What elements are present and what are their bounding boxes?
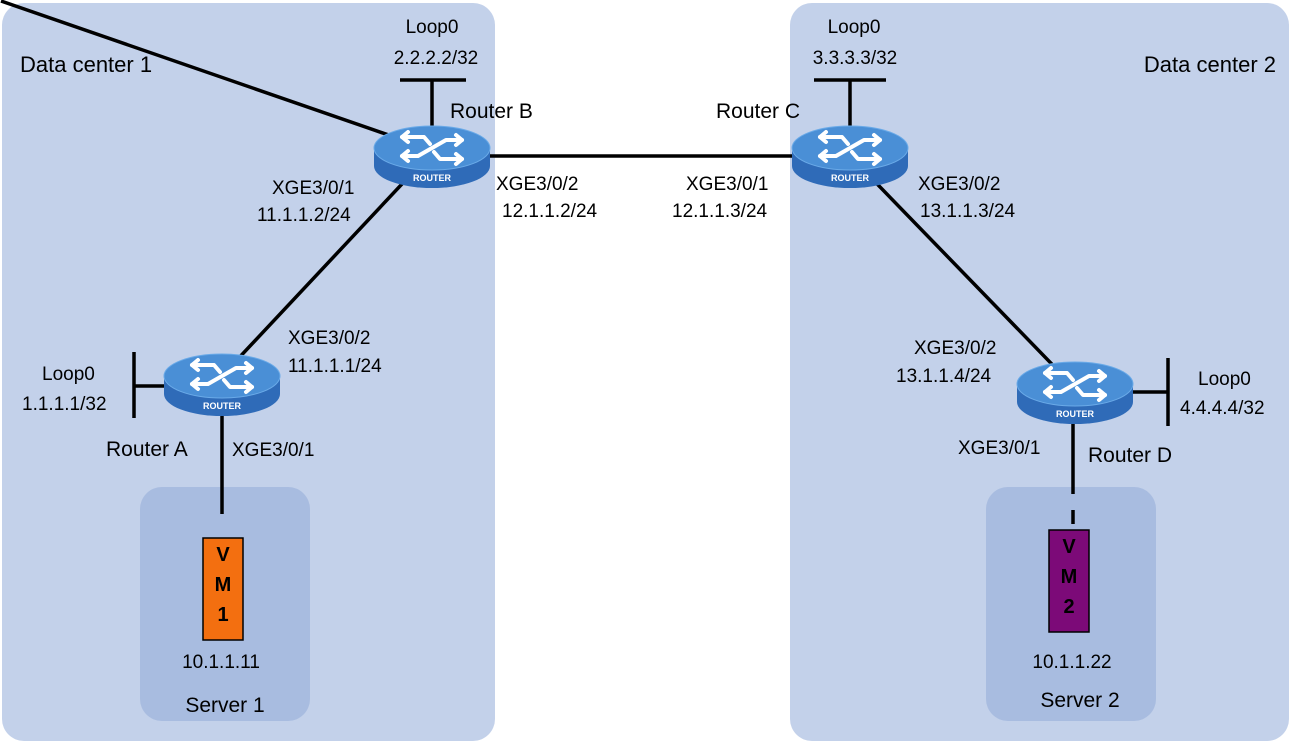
vm-2[interactable] [1048, 529, 1090, 633]
vm-2-ip: 10.1.1.22 [1032, 652, 1111, 673]
iface-d-to-c-ip: 13.1.1.4/24 [896, 366, 992, 387]
router-a-icon[interactable]: ROUTER [162, 352, 282, 418]
iface-b-to-a-name: XGE3/0/1 [272, 178, 354, 199]
iface-b-to-c-name: XGE3/0/2 [496, 174, 578, 195]
router-c-loop-label: Loop0 [828, 17, 881, 38]
iface-a-to-server-name: XGE3/0/1 [232, 440, 314, 461]
router-b-loop-ip: 2.2.2.2/32 [394, 48, 479, 69]
iface-a-to-b-name: XGE3/0/2 [288, 328, 370, 349]
router-d-icon[interactable]: ROUTER [1015, 360, 1135, 426]
vm-2-label-m: M [1061, 566, 1078, 588]
iface-a-to-b-ip: 11.1.1.1/24 [288, 356, 382, 377]
server-2-label: Server 2 [1040, 689, 1119, 712]
link-c-d [848, 154, 1077, 390]
iface-b-to-a-ip: 11.1.1.2/24 [257, 205, 351, 226]
vm-1[interactable] [202, 537, 244, 641]
router-b-loop-label: Loop0 [406, 17, 459, 38]
router-c-badge: ROUTER [831, 173, 870, 183]
vm-1-label-v: V [216, 544, 230, 566]
router-b-name: Router B [450, 100, 533, 123]
iface-c-to-b-ip: 12.1.1.3/24 [672, 201, 768, 222]
datacenter-1-label: Data center 1 [20, 52, 152, 77]
router-d-loop-label: Loop0 [1198, 369, 1251, 390]
router-c-icon[interactable]: ROUTER [790, 124, 910, 190]
router-d-loop-ip: 4.4.4.4/32 [1180, 398, 1265, 419]
datacenter-2-label: Data center 2 [1144, 52, 1276, 77]
iface-c-to-b-name: XGE3/0/1 [686, 174, 768, 195]
router-d-badge: ROUTER [1056, 409, 1095, 419]
iface-c-to-d-name: XGE3/0/2 [918, 174, 1000, 195]
router-d-name: Router D [1088, 444, 1172, 467]
router-a-name: Router A [106, 438, 188, 461]
router-c-name: Router C [716, 100, 800, 123]
router-a-badge: ROUTER [203, 401, 242, 411]
server-1-label: Server 1 [185, 694, 264, 717]
iface-d-to-server-name: XGE3/0/1 [958, 438, 1040, 459]
router-b-badge: ROUTER [413, 173, 452, 183]
iface-b-to-c-ip: 12.1.1.2/24 [502, 201, 598, 222]
router-b-icon[interactable]: ROUTER [372, 124, 492, 190]
router-a-loop-label: Loop0 [42, 364, 95, 385]
router-c-loop-ip: 3.3.3.3/32 [813, 48, 898, 69]
link-a-b [218, 150, 434, 380]
vm-2-label-v: V [1062, 536, 1076, 558]
vm-1-label-m: M [215, 574, 232, 596]
vm-1-label-num: 1 [217, 604, 228, 626]
iface-d-to-c-name: XGE3/0/2 [914, 338, 996, 359]
vm-1-ip: 10.1.1.11 [182, 652, 260, 673]
vm-2-label-num: 2 [1063, 596, 1074, 618]
iface-c-to-d-ip: 13.1.1.3/24 [920, 201, 1016, 222]
router-a-loop-ip: 1.1.1.1/32 [22, 394, 107, 415]
